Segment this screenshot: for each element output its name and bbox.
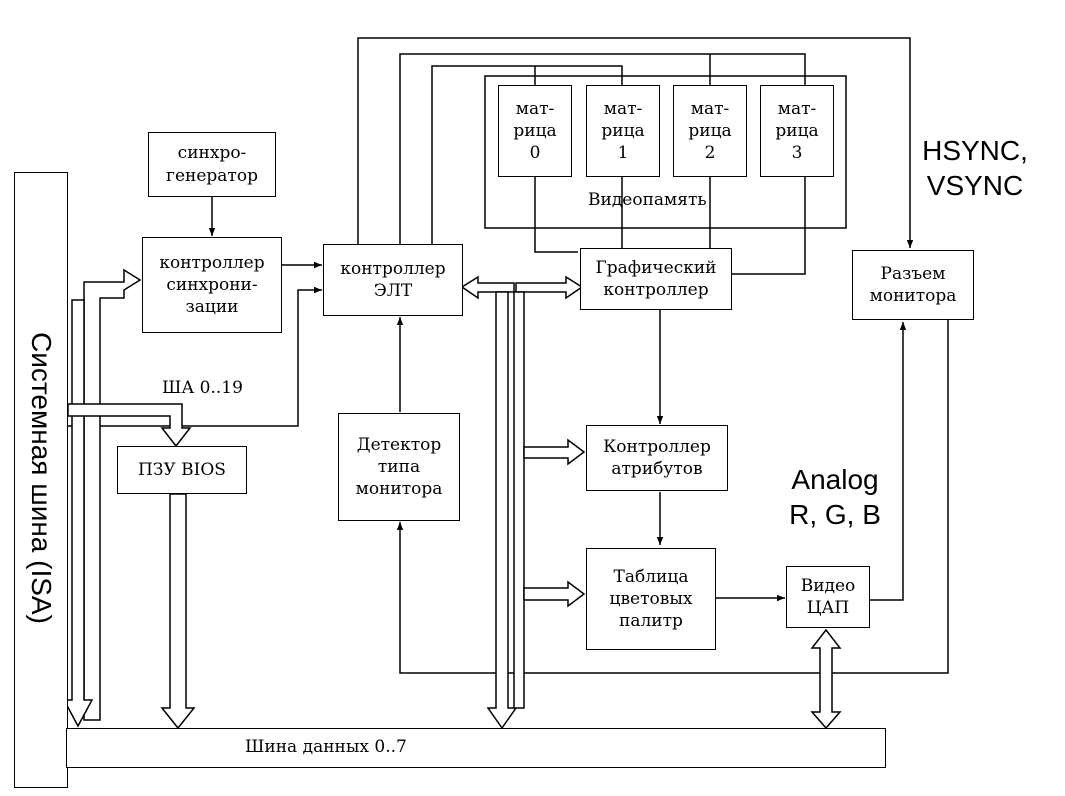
- matrix0-to-gc-line: [534, 177, 578, 253]
- matrix-1-block: мат- рица 1: [586, 85, 660, 177]
- data-bus-bar: [66, 728, 886, 768]
- matrix-2-block: мат- рица 2: [673, 85, 747, 177]
- monitor-connector-block: Разъем монитора: [852, 250, 974, 320]
- databus-trunk-left: [486, 291, 518, 730]
- video-memory-frame: [484, 75, 847, 229]
- matrix-0-block: мат- рица 0: [498, 85, 572, 177]
- graphics-controller-block: Графический контроллер: [580, 248, 732, 310]
- video-memory-label: Видеопамять: [588, 190, 707, 210]
- crt-controller-block: контроллер ЭЛТ: [323, 244, 463, 316]
- palette-table-block: Таблица цветовых палитр: [586, 548, 716, 650]
- crt-databus-arrow: [460, 275, 515, 300]
- databus-trunk-right: [513, 291, 525, 709]
- data-bus-label: Шина данных 0..7: [245, 737, 407, 757]
- sync-generator-block: синхро- генератор: [148, 132, 276, 197]
- crt-to-monitor-sync-line: [357, 37, 914, 248]
- crt-to-matrix-line-b: [431, 65, 623, 245]
- dac-to-monitor-arrow: [870, 322, 907, 601]
- address-bus-label: ША 0..19: [162, 378, 243, 398]
- dac-databus-arrow: [810, 628, 842, 730]
- databus-to-palette-arrow: [523, 580, 586, 608]
- matrix-3-block: мат- рица 3: [760, 85, 834, 177]
- attribute-controller-block: Контроллер атрибутов: [586, 425, 728, 491]
- bus-to-syncctrl-arrow: [83, 268, 142, 721]
- hsync-vsync-label: HSYNC, VSYNC: [922, 135, 1028, 201]
- system-bus-bar: [14, 172, 68, 788]
- system-bus-label: Системная шина (ISA): [26, 332, 57, 624]
- matrix3-to-gc-line: [732, 177, 806, 275]
- rom-to-databus-arrow: [160, 493, 196, 730]
- video-dac-block: Видео ЦАП: [786, 566, 870, 628]
- sysbus-to-databus-arrow: [62, 299, 94, 728]
- databus-to-attr-arrow: [523, 438, 586, 466]
- gc-databus-arrow: [515, 275, 584, 300]
- monitor-to-detector-line: [396, 320, 949, 674]
- analog-rgb-label: Analog R, G, B: [789, 464, 881, 530]
- address-bus-to-rom-arrow: [67, 403, 192, 448]
- monitor-detector-block: Детектор типа монитора: [338, 413, 460, 521]
- address-bus-to-crt-line: [68, 286, 322, 427]
- crt-to-matrix-line-a: [399, 53, 806, 245]
- sync-controller-block: контроллер синхрони- зации: [142, 237, 282, 333]
- rom-bios-block: ПЗУ BIOS: [117, 446, 247, 494]
